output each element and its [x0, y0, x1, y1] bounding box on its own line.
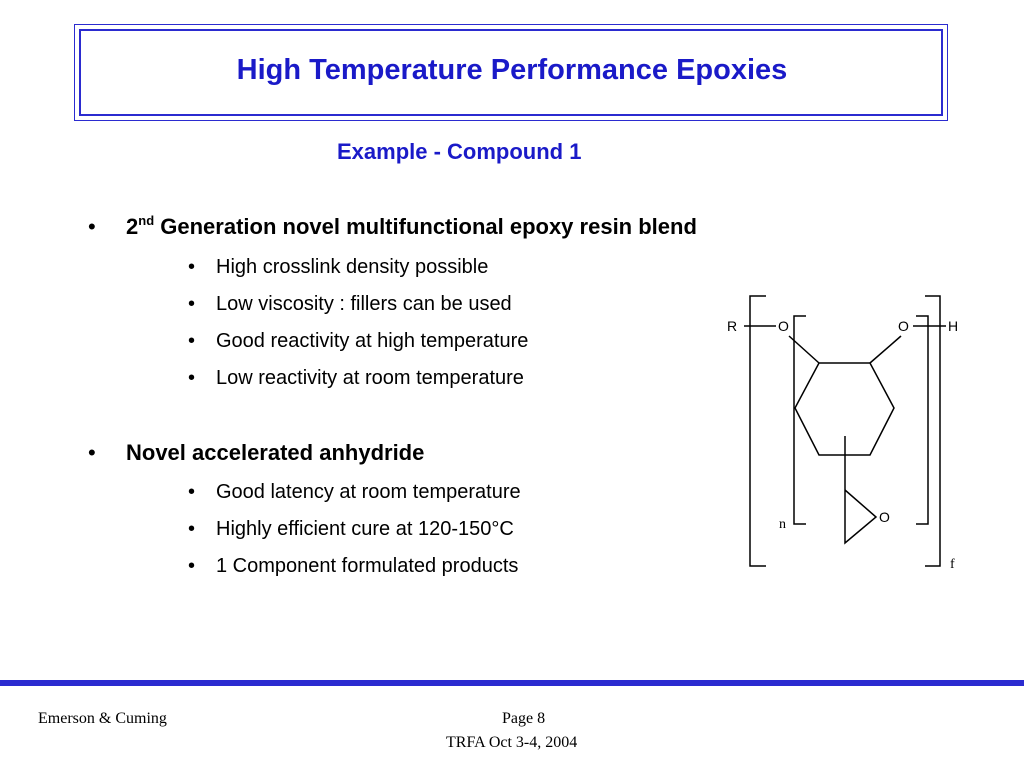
bullet-dot: • — [188, 330, 196, 352]
bullet-dot: • — [188, 256, 196, 278]
footer-page-number: Page 8 — [502, 710, 546, 727]
bullet-dot: • — [88, 214, 96, 239]
bullet-dot: • — [188, 481, 196, 503]
list-item-text: Highly efficient cure at 120-150°C — [216, 518, 514, 540]
atom-label-o-epoxide: O — [879, 509, 890, 525]
footer-company: Emerson & Cuming — [38, 710, 167, 727]
section-heading-text: 2nd Generation novel multifunctional epo… — [126, 213, 697, 241]
cyclohexane-ring — [794, 362, 895, 456]
outer-bracket-right — [925, 295, 941, 567]
chemical-structure: R O O H O n f — [727, 295, 958, 572]
bullet-dot: • — [188, 293, 196, 315]
outer-bracket-left — [749, 295, 766, 567]
atom-label-r: R — [727, 318, 737, 334]
section-heading-text: Novel accelerated anhydride — [126, 440, 425, 465]
inner-bracket-right — [916, 315, 929, 525]
heading-ordinal: 2 — [126, 214, 139, 239]
atom-label-o-right: O — [898, 318, 909, 334]
bullet-dot: • — [88, 440, 96, 465]
inner-bracket-left — [793, 315, 806, 525]
atom-label-o-left: O — [778, 318, 789, 334]
epoxide-ring — [844, 489, 878, 545]
list-item-text: Low reactivity at room temperature — [216, 367, 524, 389]
subscript-f: f — [950, 557, 955, 572]
list-item-text: Good reactivity at high temperature — [216, 330, 529, 352]
list-item-text: Low viscosity : fillers can be used — [216, 293, 512, 315]
bond-o-ring-left — [788, 335, 820, 364]
heading-ordinal-suffix: nd — [138, 213, 155, 228]
bullet-dot: • — [188, 555, 196, 577]
subscript-n: n — [779, 517, 786, 532]
slide-title: High Temperature Performance Epoxies — [236, 54, 788, 86]
list-item-text: Good latency at room temperature — [216, 481, 521, 503]
bullet-dot: • — [188, 367, 196, 389]
title-box — [74, 24, 948, 121]
heading-text: Generation novel multifunctional epoxy r… — [154, 214, 697, 239]
footer-event: TRFA Oct 3-4, 2004 — [446, 734, 578, 751]
footer-divider — [0, 680, 1024, 686]
bond-o-ring-right — [869, 335, 902, 364]
slide-subtitle: Example - Compound 1 — [337, 139, 582, 164]
list-item-text: High crosslink density possible — [216, 256, 489, 278]
title-box-inner-border — [79, 29, 943, 116]
list-item-text: 1 Component formulated products — [216, 555, 519, 577]
atom-label-h: H — [948, 318, 958, 334]
bullet-dot: • — [188, 518, 196, 540]
